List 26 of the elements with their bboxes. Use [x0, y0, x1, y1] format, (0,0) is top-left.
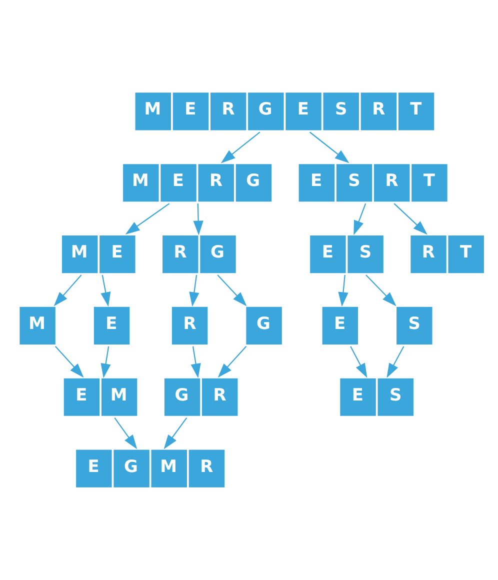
node-box: E	[322, 306, 358, 344]
node-box: M	[20, 306, 56, 344]
arrow	[189, 274, 200, 307]
node-box: E	[94, 306, 130, 344]
arrow	[193, 204, 204, 236]
arrow	[354, 203, 366, 236]
arrow	[100, 274, 111, 307]
arrow	[350, 346, 368, 378]
arrow	[114, 418, 138, 450]
arrow	[366, 274, 396, 306]
node-box: G	[246, 306, 282, 344]
arrow	[338, 274, 348, 307]
arrow	[386, 346, 404, 378]
arrow	[164, 418, 188, 450]
arrow	[55, 346, 84, 378]
arrow	[125, 203, 170, 235]
arrow	[220, 132, 260, 164]
arrow	[100, 346, 111, 378]
arrow	[54, 274, 82, 306]
arrow	[218, 346, 247, 378]
arrow	[217, 274, 247, 306]
node-box: R	[172, 306, 208, 344]
arrow	[309, 132, 350, 164]
arrow	[190, 346, 201, 378]
node-box: S	[396, 306, 432, 344]
arrow	[394, 203, 428, 235]
